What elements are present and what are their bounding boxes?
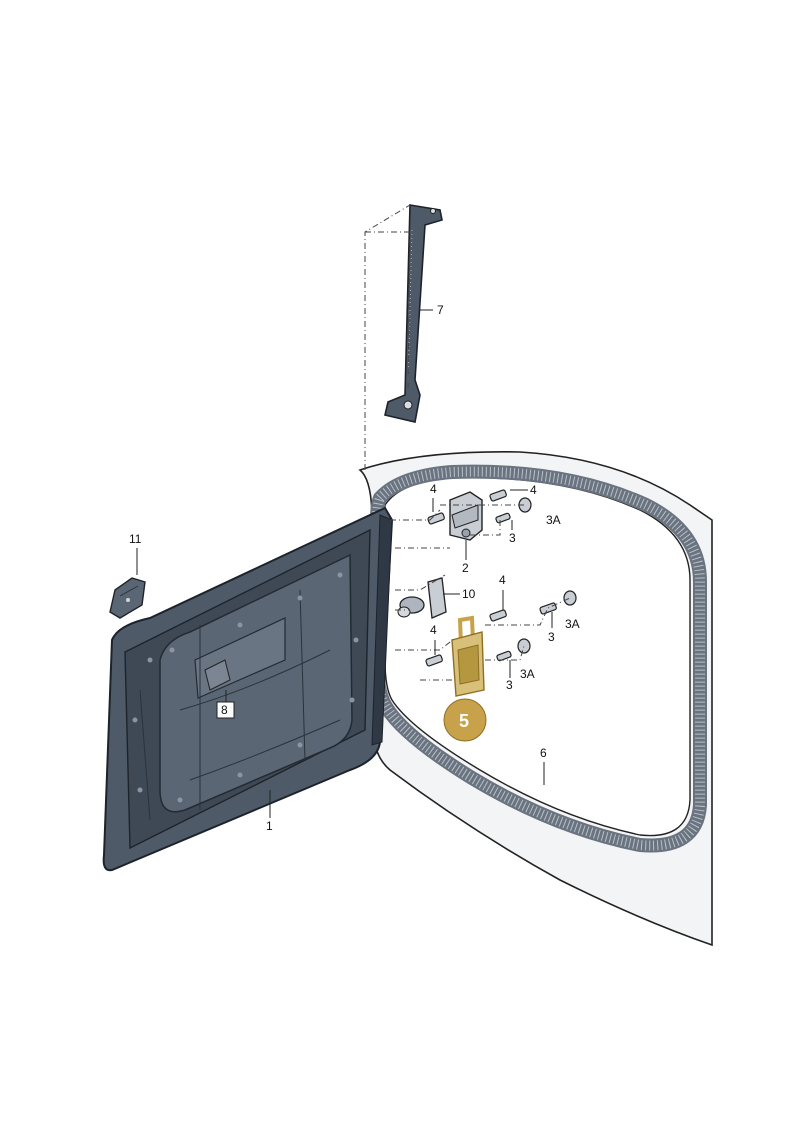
callout-6: 6 — [540, 746, 547, 760]
callout-4-middle: 4 — [499, 573, 506, 587]
callout-7: 7 — [437, 303, 444, 317]
callout-1: 1 — [266, 819, 273, 833]
upper-hinge — [449, 491, 483, 541]
callout-3-upper: 3 — [509, 531, 516, 545]
callout-5[interactable]: 5 — [459, 711, 469, 731]
callout-11: 11 — [129, 532, 142, 546]
door-check-bracket — [109, 577, 146, 619]
callout-4-lower: 4 — [430, 623, 437, 637]
callout-8-box — [216, 701, 235, 719]
callout-3A-lower: 3A — [520, 667, 535, 681]
door-plug — [204, 659, 231, 691]
door-striker — [451, 615, 485, 697]
callout-3A-middle: 3A — [565, 617, 580, 631]
lower-hinge — [397, 577, 447, 619]
window-channel — [384, 204, 443, 423]
callout-8: 8 — [221, 703, 228, 717]
callout-3-middle: 3 — [548, 630, 555, 644]
callout-4-upper-right: 4 — [530, 483, 537, 497]
callout-3A-upper: 3A — [546, 513, 561, 527]
callout-10: 10 — [462, 587, 476, 601]
striker-bolts — [425, 590, 577, 667]
door-shell — [102, 506, 394, 872]
assembly-guide-lines — [364, 204, 571, 681]
car-body-panel — [358, 451, 713, 947]
leader-lines — [136, 309, 553, 818]
callout-2: 2 — [462, 561, 469, 575]
callout-3-lower: 3 — [506, 678, 513, 692]
callout-5-badge[interactable] — [443, 698, 487, 742]
callout-4-upper-left: 4 — [430, 482, 437, 496]
